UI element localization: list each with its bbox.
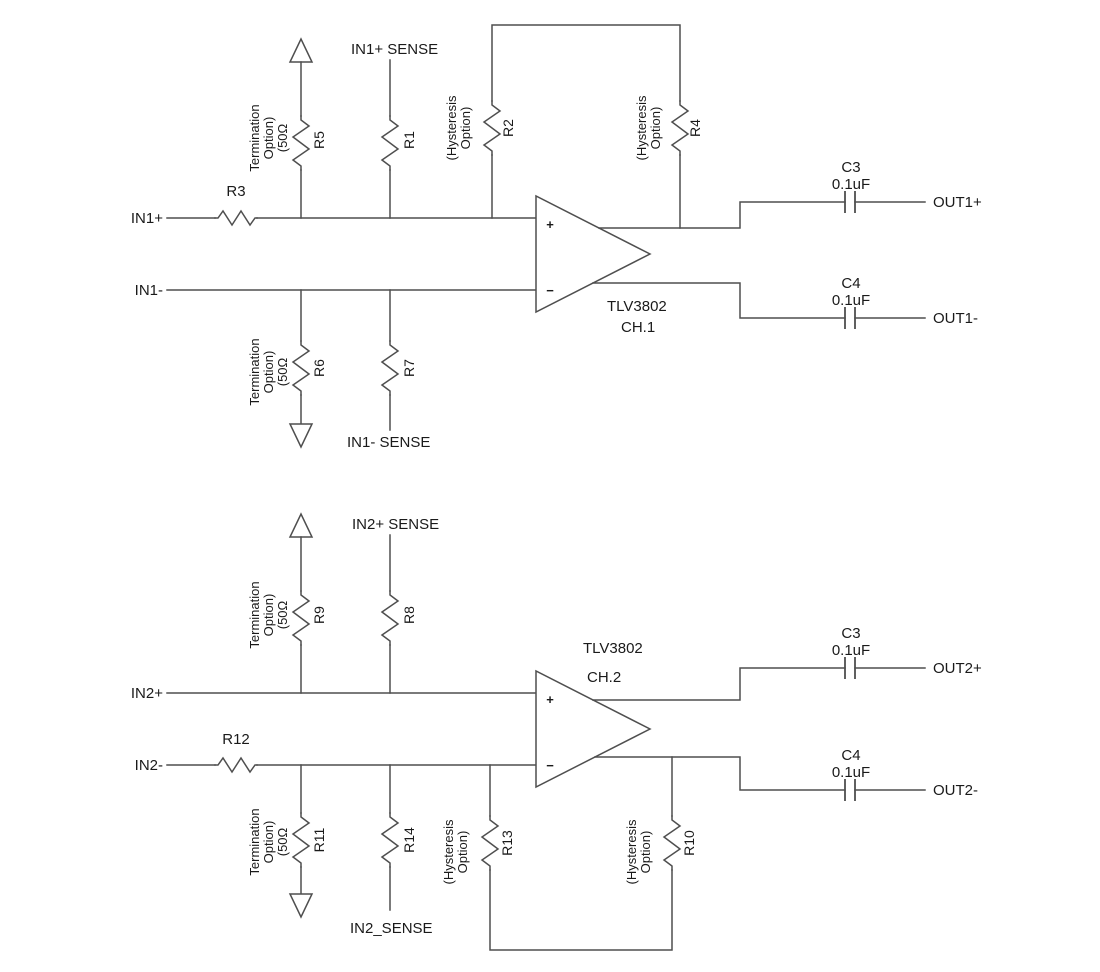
- ch2-channel-label: CH.2: [587, 669, 621, 686]
- r2-hysteresis-note-line1: (Hysteresis: [444, 95, 459, 161]
- ch2-minus-input-label: −: [546, 758, 554, 773]
- ch2-part-label: TLV3802: [583, 640, 643, 657]
- c4-ch1-ref-label: C4: [841, 275, 860, 292]
- out2n-wire: [594, 756, 846, 791]
- r2-hysteresis-note-line2: Option): [458, 107, 473, 150]
- r1-label: R1: [401, 131, 417, 149]
- in2n-label: IN2-: [135, 757, 163, 774]
- r6-termination-note-line2: Option): [261, 351, 276, 394]
- c3-ch1-ref-label: C3: [841, 159, 860, 176]
- r6-label: R6: [311, 359, 327, 377]
- r13-hysteresis-note-line2: Option): [455, 831, 470, 874]
- ch1-minus-input-label: −: [546, 283, 554, 298]
- r12-label: R12: [222, 731, 250, 748]
- out1n-label: OUT1-: [933, 310, 978, 327]
- r9-termination-note-line1: Termination: [247, 581, 262, 648]
- ch1-channel-label: CH.1: [621, 319, 655, 336]
- in2p-label: IN2+: [131, 685, 163, 702]
- r5-label: R5: [311, 131, 327, 149]
- r2-label: R2: [500, 119, 516, 137]
- channel-1: + − TLV3802 CH.1 IN1+ IN1- R3 IN1+ SENSE…: [131, 24, 982, 451]
- r4-label: R4: [687, 119, 703, 137]
- triangle-down-icon: [289, 423, 313, 448]
- resistor-r5-symbol: [292, 115, 310, 171]
- resistor-r10-symbol: [663, 815, 681, 871]
- r13-hysteresis-note-line1: (Hysteresis: [441, 819, 456, 885]
- c3-ch1-value-label: 0.1uF: [832, 176, 870, 193]
- resistor-r13-symbol: [481, 815, 499, 871]
- r9-label: R9: [311, 606, 327, 624]
- capacitor-c4-ch1-symbol: [844, 306, 856, 330]
- out1p-wire: [598, 201, 846, 229]
- c3-ch2-ref-label: C3: [841, 625, 860, 642]
- hysteresis-bottom-rail-wire: [489, 869, 673, 951]
- in1p-label: IN1+: [131, 210, 163, 227]
- r6-termination-note-line3: (50Ω: [275, 357, 290, 386]
- triangle-up-icon: [289, 513, 313, 538]
- r11-termination-note-line3: (50Ω: [275, 827, 290, 856]
- r5-termination-note-line3: (50Ω: [275, 123, 290, 152]
- channel-2: + − TLV3802 CH.2 IN2+ IN2- R12 IN2+ SENS…: [131, 513, 982, 951]
- r3-label: R3: [226, 183, 245, 200]
- in2n-sense-label: IN2_SENSE: [350, 920, 433, 937]
- r9-termination-note-line2: Option): [261, 594, 276, 637]
- r10-label: R10: [681, 830, 697, 856]
- out1p-label: OUT1+: [933, 194, 982, 211]
- ch1-plus-input-label: +: [546, 217, 554, 232]
- r11-termination-note-line1: Termination: [247, 808, 262, 875]
- r11-termination-note-line2: Option): [261, 821, 276, 864]
- resistor-r11-symbol: [292, 812, 310, 868]
- r5-termination-note-line1: Termination: [247, 104, 262, 171]
- resistor-r12-symbol: [214, 757, 258, 773]
- capacitor-c4-ch2-symbol: [844, 778, 856, 802]
- c4-ch2-value-label: 0.1uF: [832, 764, 870, 781]
- r7-label: R7: [401, 359, 417, 377]
- hysteresis-top-rail-wire: [491, 24, 681, 102]
- r14-label: R14: [401, 827, 417, 853]
- capacitor-c3-ch2-symbol: [844, 656, 856, 680]
- r10-hysteresis-note-line2: Option): [638, 831, 653, 874]
- c4-ch1-value-label: 0.1uF: [832, 292, 870, 309]
- r5-termination-note-line2: Option): [261, 117, 276, 160]
- resistor-r6-symbol: [292, 340, 310, 396]
- resistor-r3-symbol: [214, 210, 258, 226]
- triangle-down-icon: [289, 893, 313, 918]
- ch1-part-label: TLV3802: [607, 298, 667, 315]
- ch2-plus-input-label: +: [546, 692, 554, 707]
- in1p-sense-label: IN1+ SENSE: [351, 41, 438, 58]
- resistor-r14-symbol: [381, 812, 399, 868]
- r10-hysteresis-note-line1: (Hysteresis: [624, 819, 639, 885]
- r13-label: R13: [499, 830, 515, 856]
- r9-termination-note-line3: (50Ω: [275, 600, 290, 629]
- r6-termination-note-line1: Termination: [247, 338, 262, 405]
- out2p-label: OUT2+: [933, 660, 982, 677]
- r4-hysteresis-note-line2: Option): [648, 107, 663, 150]
- resistor-r9-symbol: [292, 590, 310, 646]
- r8-label: R8: [401, 606, 417, 624]
- out2n-label: OUT2-: [933, 782, 978, 799]
- capacitor-c3-ch1-symbol: [844, 190, 856, 214]
- resistor-r2-symbol: [483, 100, 501, 156]
- c3-ch2-value-label: 0.1uF: [832, 642, 870, 659]
- r11-label: R11: [311, 827, 327, 852]
- out2p-wire: [592, 667, 846, 701]
- resistor-r1-symbol: [381, 115, 399, 171]
- in1n-label: IN1-: [135, 282, 163, 299]
- in2p-sense-label: IN2+ SENSE: [352, 516, 439, 533]
- r4-hysteresis-note-line1: (Hysteresis: [634, 95, 649, 161]
- out1n-wire: [592, 282, 846, 319]
- c4-ch2-ref-label: C4: [841, 747, 860, 764]
- resistor-r8-symbol: [381, 590, 399, 646]
- resistor-r4-symbol: [671, 100, 689, 156]
- triangle-up-icon: [289, 38, 313, 63]
- in1n-sense-label: IN1- SENSE: [347, 434, 430, 451]
- resistor-r7-symbol: [381, 340, 399, 396]
